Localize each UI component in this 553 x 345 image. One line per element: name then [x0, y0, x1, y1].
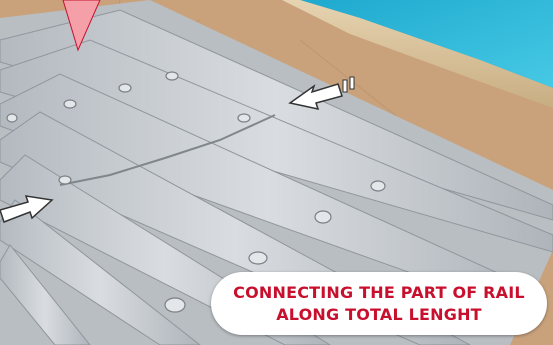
caption-box: CONNECTING THE PART OF RAIL ALONG TOTAL … — [211, 272, 547, 335]
caption-line-2: ALONG TOTAL LENGHT — [276, 304, 482, 326]
caption-line-1: CONNECTING THE PART OF RAIL — [233, 282, 525, 304]
